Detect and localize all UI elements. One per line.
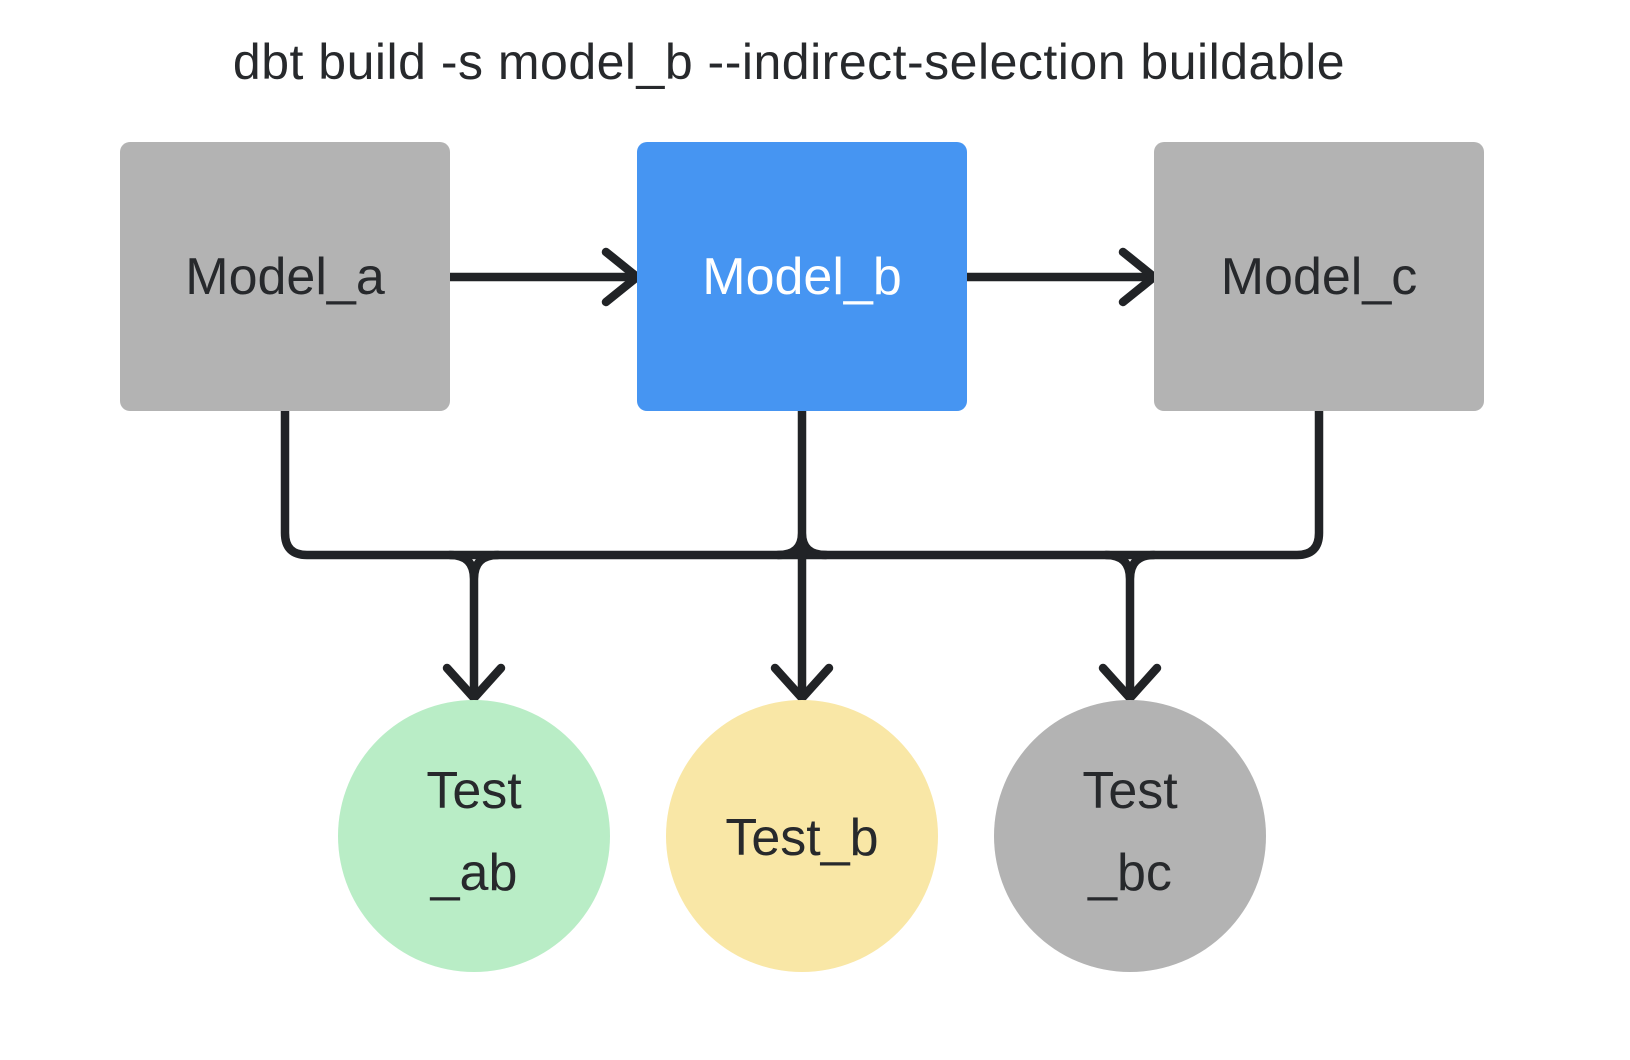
edge-model-b-to-test-b-arrowhead xyxy=(770,663,834,703)
node-test-ab-label-line2: _ab xyxy=(430,844,518,902)
node-model-a-group: Model_a xyxy=(120,142,450,411)
node-model-b xyxy=(637,142,967,411)
edge-model-b-to-test-b xyxy=(773,406,831,699)
node-test-ab-label-line1: Test xyxy=(426,762,522,820)
node-test-bc-label-line2: _bc xyxy=(1087,844,1172,902)
edge-rail-to-test-bc xyxy=(1101,550,1159,699)
node-model-b-group: Model_b xyxy=(637,142,967,411)
edge-rail-to-test-ab xyxy=(445,550,503,699)
node-test-bc-group: Test _bc xyxy=(994,700,1266,972)
node-model-a xyxy=(120,142,450,411)
node-test-bc xyxy=(994,700,1266,972)
node-test-bc-label-line1: Test xyxy=(1082,762,1178,820)
node-model-c-group: Model_c xyxy=(1154,142,1484,411)
node-model-b-label: Model_b xyxy=(702,248,901,306)
edge-rail-to-test-bc-arrowhead xyxy=(1098,663,1162,703)
node-test-ab-group: Test _ab xyxy=(338,700,610,972)
diagram-title: dbt build -s model_b --indirect-selectio… xyxy=(233,34,1345,90)
node-test-b-group: Test_b xyxy=(666,700,938,972)
node-test-b-label: Test_b xyxy=(725,809,878,867)
node-test-ab xyxy=(338,700,610,972)
node-model-c-label: Model_c xyxy=(1221,248,1418,306)
node-model-a-label: Model_a xyxy=(185,248,385,306)
node-model-c xyxy=(1154,142,1484,411)
node-test-b xyxy=(666,700,938,972)
edge-rail-to-test-ab-arrowhead xyxy=(442,663,506,703)
